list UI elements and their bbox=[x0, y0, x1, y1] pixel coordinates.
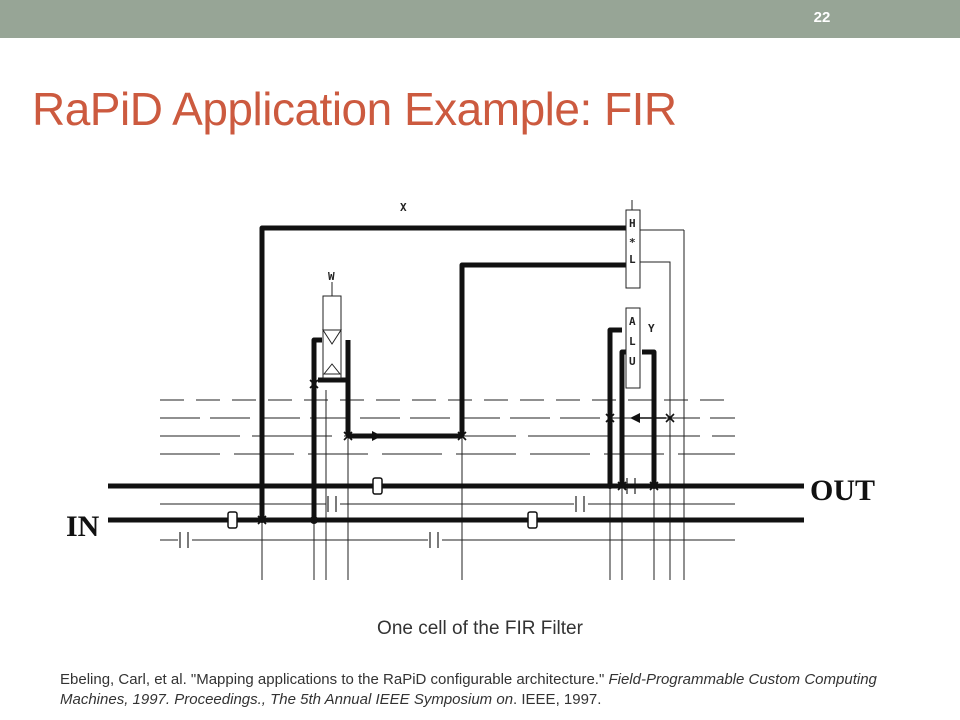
alu-label-l: L bbox=[629, 335, 636, 348]
bus-boxes bbox=[227, 477, 538, 529]
switch-marks bbox=[257, 379, 675, 525]
bus-box bbox=[227, 511, 238, 529]
bus-box bbox=[372, 477, 383, 495]
mult-out-wire bbox=[459, 262, 626, 436]
x-label: X bbox=[400, 201, 407, 214]
diagram-caption: One cell of the FIR Filter bbox=[377, 618, 583, 639]
bus-box bbox=[527, 511, 538, 529]
alu-b-wire bbox=[619, 349, 626, 486]
citation: Ebeling, Carl, et al. "Mapping applicati… bbox=[60, 670, 940, 710]
citation-venue: Field-Programmable Custom Computing Mach… bbox=[60, 671, 877, 708]
in-label: IN bbox=[66, 510, 100, 543]
mult-label-h: H bbox=[629, 217, 636, 230]
x-wire bbox=[259, 225, 626, 520]
thick-wires bbox=[108, 225, 804, 523]
out-label: OUT bbox=[810, 474, 875, 507]
multiplier-block bbox=[625, 209, 641, 289]
y-label: Y bbox=[648, 322, 655, 335]
alu-y-wire bbox=[642, 349, 657, 486]
alu-block bbox=[625, 307, 641, 389]
alu-label-u: U bbox=[629, 355, 636, 368]
w-label: W bbox=[328, 270, 335, 283]
mult-label-l: L bbox=[629, 253, 636, 266]
citation-text: Ebeling, Carl, et al. "Mapping applicati… bbox=[60, 671, 609, 688]
citation-year: . IEEE, 1997. bbox=[513, 691, 602, 708]
slide-title: RaPiD Application Example: FIR bbox=[32, 83, 677, 135]
w-in-wire bbox=[311, 337, 322, 520]
w-register bbox=[322, 295, 342, 379]
top-bar: 22 bbox=[0, 0, 960, 38]
arrows bbox=[372, 413, 640, 441]
alu-label-a: A bbox=[629, 315, 636, 328]
slide-number: 22 bbox=[813, 9, 831, 26]
mult-label-star: * bbox=[629, 236, 636, 249]
alu-a-wire bbox=[607, 327, 622, 486]
